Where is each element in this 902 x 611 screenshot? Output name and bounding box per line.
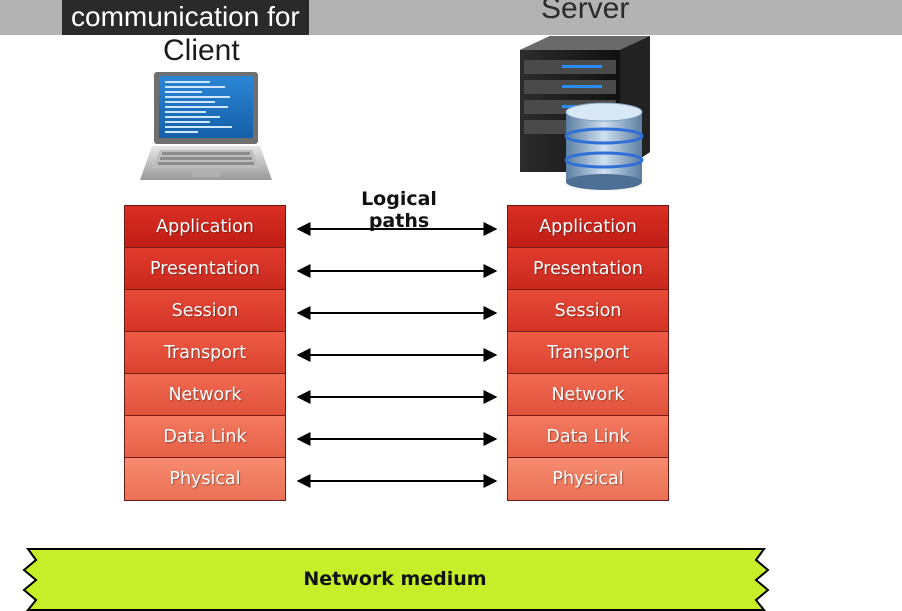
client-layer-session: Session (125, 290, 285, 332)
laptop-icon (140, 72, 272, 180)
client-layer-application: Application (125, 206, 285, 248)
client-osi-stack: Application Presentation Session Transpo… (124, 205, 286, 501)
logical-path-arrows (296, 222, 498, 488)
server-layer-data-link: Data Link (508, 416, 668, 458)
network-medium-band (22, 548, 770, 611)
client-layer-transport: Transport (125, 332, 285, 374)
network-medium-label: Network medium (303, 568, 487, 590)
server-layer-transport: Transport (508, 332, 668, 374)
server-icon (520, 36, 650, 190)
client-label: Client (163, 34, 240, 67)
server-layer-session: Session (508, 290, 668, 332)
server-layer-physical: Physical (508, 458, 668, 500)
database-icon (564, 102, 644, 190)
client-layer-physical: Physical (125, 458, 285, 500)
server-label: Server (541, 0, 630, 25)
server-layer-application: Application (508, 206, 668, 248)
server-layer-network: Network (508, 374, 668, 416)
client-layer-data-link: Data Link (125, 416, 285, 458)
video-caption: communication for (62, 0, 309, 35)
server-layer-presentation: Presentation (508, 248, 668, 290)
server-osi-stack: Application Presentation Session Transpo… (507, 205, 669, 501)
client-layer-presentation: Presentation (125, 248, 285, 290)
client-layer-network: Network (125, 374, 285, 416)
